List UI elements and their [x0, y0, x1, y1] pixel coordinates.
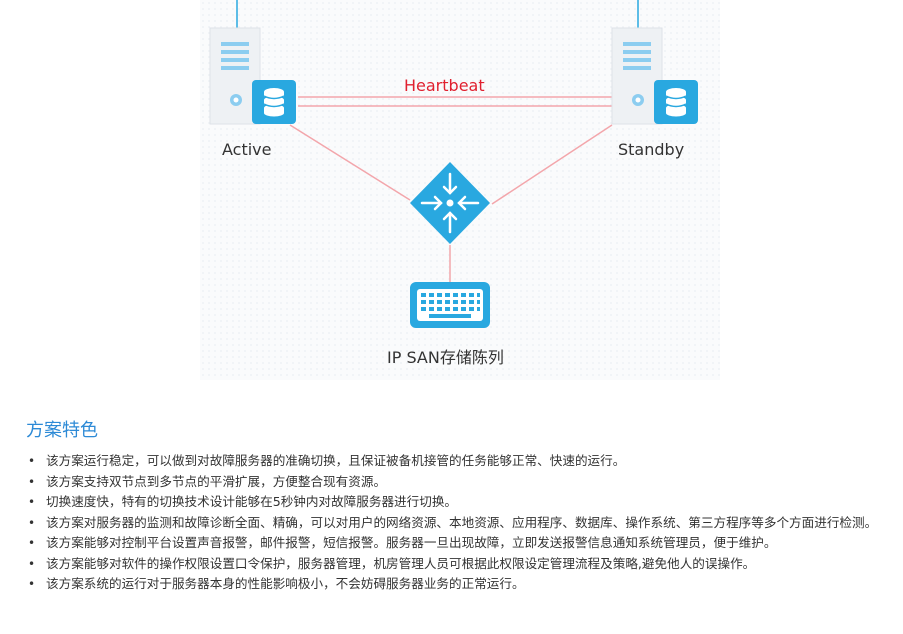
feature-item: 切换速度快，特有的切换技术设计能够在5秒钟内对故障服务器进行切换。	[26, 492, 892, 513]
feature-item: 该方案运行稳定，可以做到对故障服务器的准确切换，且保证被备机接管的任务能够正常、…	[26, 451, 892, 472]
switch-icon	[410, 162, 490, 244]
ha-cluster-diagram	[209, 0, 698, 328]
active-database-icon	[252, 80, 296, 124]
feature-item: 该方案能够对控制平台设置声音报警，邮件报警，短信报警。服务器一旦出现故障，立即发…	[26, 533, 892, 554]
storage-label: IP SAN存储陈列	[387, 348, 504, 367]
feature-item: 该方案支持双节点到多节点的平滑扩展，方便整合现有资源。	[26, 472, 892, 493]
standby-node-label: Standby	[618, 140, 685, 159]
feature-list: 该方案运行稳定，可以做到对故障服务器的准确切换，且保证被备机接管的任务能够正常、…	[26, 451, 892, 595]
storage-array-icon	[410, 282, 490, 328]
section-title: 方案特色	[26, 420, 98, 441]
feature-item: 该方案对服务器的监测和故障诊断全面、精确，可以对用户的网络资源、本地资源、应用程…	[26, 513, 892, 534]
feature-item: 该方案能够对软件的操作权限设置口令保护，服务器管理，机房管理人员可根据此权限设定…	[26, 554, 892, 575]
active-server-icon	[209, 27, 261, 125]
standby-database-icon	[654, 80, 698, 124]
feature-item: 该方案系统的运行对于服务器本身的性能影响极小，不会妨碍服务器业务的正常运行。	[26, 574, 892, 595]
active-to-switch-link	[289, 124, 411, 201]
standby-server-icon	[611, 27, 663, 125]
heartbeat-label: Heartbeat	[404, 76, 485, 95]
standby-to-switch-link	[491, 124, 613, 205]
active-node-label: Active	[222, 140, 272, 159]
